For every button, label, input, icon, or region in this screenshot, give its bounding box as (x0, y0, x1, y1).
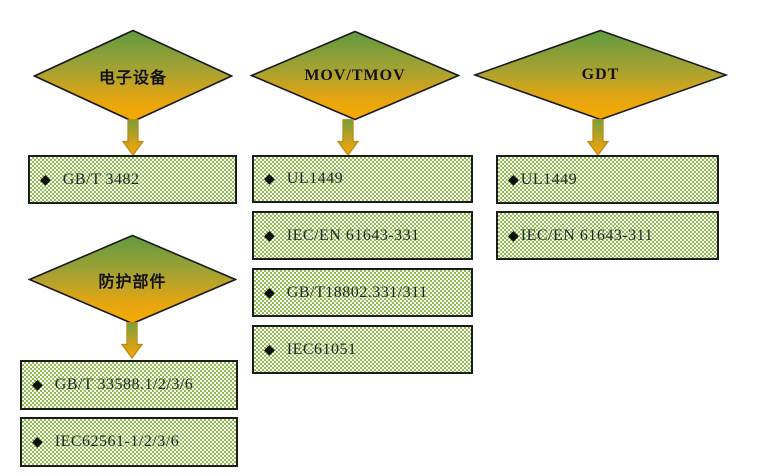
down-arrow-icon (122, 119, 144, 156)
diamond-mov-tmov: MOV/TMOV (250, 30, 460, 121)
standard-box: ◆ GB/T 3482 (28, 155, 237, 204)
standard-box: ◆ UL1449 (496, 155, 719, 204)
diamond-bullet-icon: ◆ (264, 284, 275, 301)
standard-label: IEC/EN 61643-311 (520, 226, 654, 244)
standard-label: IEC61051 (286, 340, 357, 358)
down-arrow-icon (121, 322, 143, 359)
standard-box: ◆ GB/T18802.331/311 (252, 268, 473, 317)
diamond-label: GDT (581, 66, 620, 83)
standard-box: ◆ GB/T 33588.1/2/3/6 (20, 360, 238, 410)
diamond-label: MOV/TMOV (304, 66, 406, 84)
diamond-label: 电子设备 (98, 70, 167, 87)
standard-label: GB/T 33588.1/2/3/6 (54, 376, 194, 393)
standard-label: GB/T18802.331/311 (286, 283, 428, 301)
diamond-bullet-icon: ◆ (32, 434, 43, 450)
standard-label: IEC/EN 61643-331 (286, 226, 420, 244)
standard-label: IEC62561-1/2/3/6 (54, 433, 180, 450)
diamond-bullet-icon: ◆ (32, 377, 43, 393)
standard-label: UL1449 (520, 170, 578, 188)
diamond-bullet-icon: ◆ (508, 171, 519, 188)
standard-box: ◆ IEC62561-1/2/3/6 (20, 417, 238, 467)
standard-label: GB/T 3482 (62, 170, 140, 188)
down-arrow-icon (587, 119, 609, 156)
diamond-label: 防护部件 (98, 273, 167, 291)
diamond-bullet-icon: ◆ (264, 171, 275, 187)
standard-box: ◆ IEC/EN 61643-311 (496, 211, 719, 260)
diamond-gdt: GDT (473, 29, 728, 121)
standard-box: ◆ IEC/EN 61643-331 (252, 211, 473, 260)
diamond-electronic-equipment: 电子设备 (33, 29, 233, 123)
standard-box: ◆ UL1449 (252, 155, 473, 203)
diamond-bullet-icon: ◆ (264, 227, 275, 244)
diamond-bullet-icon: ◆ (508, 227, 519, 244)
standard-box: ◆ IEC61051 (252, 325, 473, 374)
standard-label: UL1449 (286, 170, 344, 187)
diamond-bullet-icon: ◆ (40, 171, 51, 188)
down-arrow-icon (337, 119, 359, 156)
diamond-bullet-icon: ◆ (264, 341, 275, 358)
diamond-protective-components: 防护部件 (28, 234, 237, 325)
